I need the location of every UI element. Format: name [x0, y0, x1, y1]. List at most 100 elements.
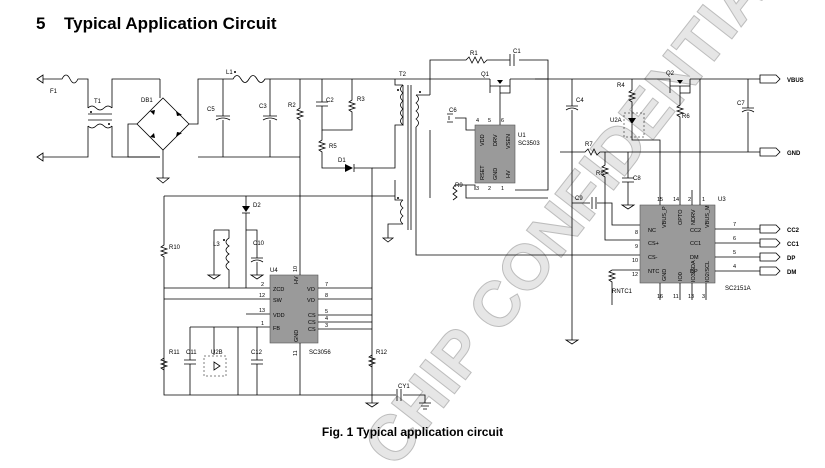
transformer-T2: T2: [372, 72, 640, 256]
ref-C11: C11: [186, 350, 197, 356]
ref-D2: D2: [253, 203, 261, 209]
ref-DB1: DB1: [141, 98, 153, 104]
ref-Q1: Q1: [481, 72, 490, 78]
u3-num-cc1: 6: [733, 236, 736, 242]
section-number: 5: [36, 14, 46, 33]
u3-pin-dm: DM: [690, 255, 699, 261]
port-dp: DP: [787, 256, 795, 262]
u4-num-vo1: 7: [325, 282, 328, 288]
ref-R6: R6: [682, 114, 690, 120]
u3-pin-cc2: CC2: [690, 228, 701, 234]
ref-D1: D1: [338, 158, 346, 164]
u3-name: SC2151A: [725, 286, 751, 292]
u3-pin-ndrv: NDRV: [691, 209, 697, 225]
ref-C10: C10: [253, 241, 265, 247]
ref-R12: R12: [376, 350, 388, 356]
section-heading: 5 Typical Application Circuit: [36, 14, 277, 34]
ref-C7: C7: [737, 101, 745, 107]
u4-num-zcd: 2: [261, 282, 264, 288]
u4-pin-vo1: VO: [307, 287, 316, 293]
u4-num-vo2: 8: [325, 293, 328, 299]
u4-pin-hv: HV: [294, 276, 300, 284]
port-dm: DM: [787, 270, 796, 276]
ref-R11: R11: [169, 350, 180, 356]
port-gnd: GND: [787, 151, 801, 157]
ref-C2: C2: [326, 98, 334, 104]
port-cc1: CC1: [787, 242, 800, 248]
u3-num-io0: 11: [673, 294, 679, 300]
ref-C4: C4: [576, 98, 584, 104]
output-ports: VBUS GND CC2 CC1 DP DM: [759, 74, 804, 276]
u3-num-ndrv: 2: [688, 197, 691, 203]
u3-pin-io3: IO3/SDA: [691, 260, 697, 282]
bridge-rectifier-DB1: DB1: [127, 79, 190, 184]
u3-pin-gnd: GND: [662, 269, 668, 281]
ref-CY1: CY1: [398, 384, 410, 390]
u4-pin-vdd: VDD: [273, 313, 285, 319]
u3-pin-csp: CS+: [648, 241, 659, 247]
u3-pin-csm: CS-: [648, 255, 658, 261]
ref-T2: T2: [399, 72, 407, 78]
u4-num-hv: 10: [293, 266, 299, 272]
u4-name: SC3056: [309, 350, 331, 356]
feedback-network: R11 C11 U2B C12 R12 CY1: [159, 327, 431, 410]
ref-R1: R1: [470, 51, 478, 57]
controller-U3: U3 SC2151A NC CS+ CS- NTC CC2 CC1 DM DP …: [632, 190, 760, 300]
ref-C1: C1: [513, 49, 521, 55]
u3-num-opto: 14: [673, 197, 679, 203]
ref-R7: R7: [585, 142, 593, 148]
u4-pin-fb: FB: [273, 326, 280, 332]
ref-R10: R10: [169, 245, 181, 251]
u4-pin-gnd: GND: [294, 330, 300, 342]
ref-Q2: Q2: [666, 71, 675, 77]
ref-C12: C12: [251, 350, 263, 356]
u1-num-vdd: 4: [476, 118, 479, 124]
u4-num-vdd: 13: [259, 308, 265, 314]
controller-U4: U4 SC3056 ZCD SW VDD FB HV GND VO VO CS …: [259, 266, 372, 395]
u1-num-gnd: 2: [488, 186, 491, 192]
u3-num-dm: 5: [733, 250, 736, 256]
ref-C8: C8: [633, 176, 641, 182]
u4-num-cs1: 5: [325, 309, 328, 315]
u4-num-gnd: 11: [293, 350, 299, 356]
u3-num-vbus-m: 1: [702, 197, 705, 203]
u3-pin-dp: DP: [690, 269, 698, 275]
u3-pin-opto: OPTO: [678, 209, 684, 225]
ref-C6: C6: [449, 108, 457, 114]
u4-pin-vo2: VO: [307, 298, 316, 304]
u3-num-csp: 9: [635, 244, 638, 250]
input-filter: L1 C5 C3: [189, 70, 430, 158]
u3-pin-vbus-p: VBUS_P: [662, 206, 668, 228]
u4-pin-cs1: CS: [308, 313, 316, 319]
u4-pin-zcd: ZCD: [273, 287, 284, 293]
port-cc2: CC2: [787, 228, 800, 234]
u1-ref: U1: [518, 133, 526, 139]
u3-pin-io2: IO2/SCL: [705, 261, 711, 282]
u1-pin-drv: DRV: [493, 134, 499, 146]
snubber: R2 C2 R3 R5 D1: [288, 79, 373, 395]
ref-RNTC1: RNTC1: [612, 289, 633, 295]
ac-input: F1: [36, 74, 89, 162]
u1-num-hv: 1: [501, 186, 504, 192]
ref-C9: C9: [575, 196, 583, 202]
u3-num-nc: 8: [635, 230, 638, 236]
port-vbus: VBUS: [787, 78, 804, 84]
u3-num-dp: 4: [733, 264, 736, 270]
u1-pin-vdd: VDD: [480, 134, 486, 146]
u1-pin-gnd: GND: [493, 168, 499, 180]
section-title: Typical Application Circuit: [64, 14, 277, 33]
ref-R3: R3: [357, 97, 365, 103]
u4-pin-cs2: CS: [308, 320, 316, 326]
common-mode-choke-T1: T1: [87, 78, 160, 158]
u1-pin-rset: RSET: [480, 165, 486, 180]
watermark: CHIP CONFIDENTIAL: [349, 0, 803, 468]
u4-num-sw: 12: [259, 293, 265, 299]
u4-num-cs2: 4: [325, 316, 328, 322]
u4-num-fb: 1: [261, 321, 264, 327]
u3-num-ntc: 12: [632, 272, 638, 278]
figure-caption: Fig. 1 Typical application circuit: [321, 425, 504, 439]
u4-pin-sw: SW: [273, 298, 283, 304]
ref-C5: C5: [207, 107, 215, 113]
u1-num-rset: 3: [476, 186, 479, 192]
